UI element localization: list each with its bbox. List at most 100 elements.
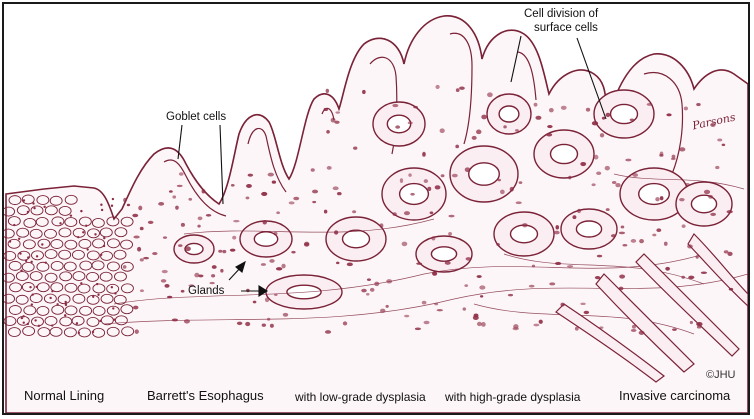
nucleus bbox=[509, 186, 514, 192]
nucleus bbox=[401, 241, 408, 247]
nucleus bbox=[233, 219, 240, 223]
nucleus bbox=[99, 253, 103, 257]
columnar-folds bbox=[153, 15, 695, 217]
squamous-cell bbox=[106, 283, 120, 294]
illustration-frame: Goblet cells Cell division of surface ce… bbox=[2, 2, 750, 415]
nucleus bbox=[574, 326, 579, 331]
squamous-cell bbox=[51, 216, 65, 227]
nucleus bbox=[30, 303, 34, 306]
squamous-cell bbox=[21, 194, 35, 205]
nucleus bbox=[479, 285, 486, 290]
nucleus bbox=[619, 274, 626, 279]
nucleus bbox=[638, 330, 645, 335]
nucleus bbox=[288, 201, 295, 205]
nucleus bbox=[500, 189, 505, 195]
nucleus bbox=[436, 308, 443, 312]
nucleus bbox=[110, 286, 114, 289]
nucleus bbox=[568, 175, 572, 180]
squamous-cell bbox=[64, 217, 78, 228]
nucleus bbox=[172, 195, 177, 199]
nucleus bbox=[594, 275, 601, 280]
squamous-cell bbox=[99, 227, 113, 238]
squamous-cell bbox=[29, 228, 43, 239]
nucleus bbox=[113, 318, 116, 321]
nucleus bbox=[717, 138, 723, 142]
nucleus bbox=[721, 143, 726, 147]
nucleus bbox=[473, 313, 479, 318]
squamous-cell bbox=[58, 206, 72, 216]
nucleus bbox=[476, 275, 482, 278]
nucleus bbox=[86, 248, 89, 251]
squamous-cell bbox=[92, 238, 105, 249]
nucleus bbox=[671, 154, 676, 159]
nucleus bbox=[164, 283, 170, 288]
nucleus bbox=[507, 293, 514, 297]
squamous-cell bbox=[44, 249, 58, 259]
nucleus bbox=[222, 249, 227, 254]
nucleus bbox=[630, 328, 637, 332]
stage-normal-lining: Normal Lining bbox=[24, 388, 105, 403]
squamous-cell bbox=[58, 227, 72, 238]
nucleus bbox=[476, 321, 482, 327]
nucleus bbox=[274, 293, 278, 296]
squamous-cell bbox=[91, 260, 105, 271]
squamous-cell bbox=[86, 317, 100, 327]
cell-division-label-line1: Cell division of bbox=[524, 8, 599, 20]
nucleus bbox=[91, 330, 95, 334]
nucleus bbox=[522, 223, 528, 228]
nucleus bbox=[160, 279, 167, 283]
nucleus bbox=[583, 310, 590, 315]
nucleus bbox=[560, 105, 567, 110]
nucleus bbox=[293, 196, 300, 201]
nucleus bbox=[64, 300, 67, 304]
nucleus bbox=[326, 166, 332, 170]
squamous-cell bbox=[31, 250, 44, 261]
nucleus bbox=[703, 189, 711, 195]
nucleus bbox=[123, 197, 127, 203]
nucleus bbox=[325, 88, 330, 93]
squamous-cell bbox=[86, 272, 100, 282]
nucleus bbox=[392, 103, 399, 108]
nucleus bbox=[100, 208, 104, 212]
nucleus bbox=[407, 121, 413, 125]
nucleus bbox=[77, 235, 80, 239]
nucleus bbox=[92, 295, 95, 298]
squamous-cell bbox=[71, 249, 85, 260]
nucleus bbox=[311, 189, 319, 194]
squamous-cell bbox=[58, 249, 72, 260]
gland-lumen bbox=[468, 162, 501, 186]
nucleus bbox=[20, 269, 23, 272]
nucleus bbox=[416, 262, 423, 265]
nucleus bbox=[22, 315, 25, 318]
nucleus bbox=[547, 125, 553, 129]
leader-lines bbox=[177, 35, 607, 297]
nucleus bbox=[395, 125, 401, 129]
nucleus bbox=[462, 307, 467, 311]
squamous-cell bbox=[8, 260, 22, 271]
nucleus bbox=[275, 267, 283, 271]
stage-high-grade-dysplasia: with high-grade dysplasia bbox=[445, 390, 581, 404]
nucleus bbox=[211, 274, 216, 278]
squamous-cell bbox=[4, 228, 15, 239]
squamous-cell bbox=[50, 282, 64, 293]
nucleus bbox=[464, 284, 469, 287]
nucleus bbox=[596, 171, 602, 176]
squamous-cell bbox=[22, 239, 36, 250]
squamous-cell bbox=[35, 216, 49, 227]
nucleus bbox=[687, 244, 693, 249]
nucleus bbox=[22, 199, 26, 202]
nucleus bbox=[404, 314, 410, 318]
nucleus bbox=[659, 196, 664, 201]
squamous-cell bbox=[120, 239, 133, 250]
squamous-cell bbox=[49, 195, 63, 206]
nucleus bbox=[533, 102, 538, 107]
squamous-cell bbox=[113, 294, 127, 305]
nucleus bbox=[178, 244, 183, 247]
nucleus bbox=[147, 220, 154, 225]
nucleus bbox=[481, 114, 487, 120]
nucleus bbox=[710, 122, 716, 128]
nucleus bbox=[353, 146, 358, 150]
nucleus bbox=[580, 161, 587, 167]
nucleus bbox=[282, 312, 289, 317]
nucleus bbox=[29, 285, 32, 289]
